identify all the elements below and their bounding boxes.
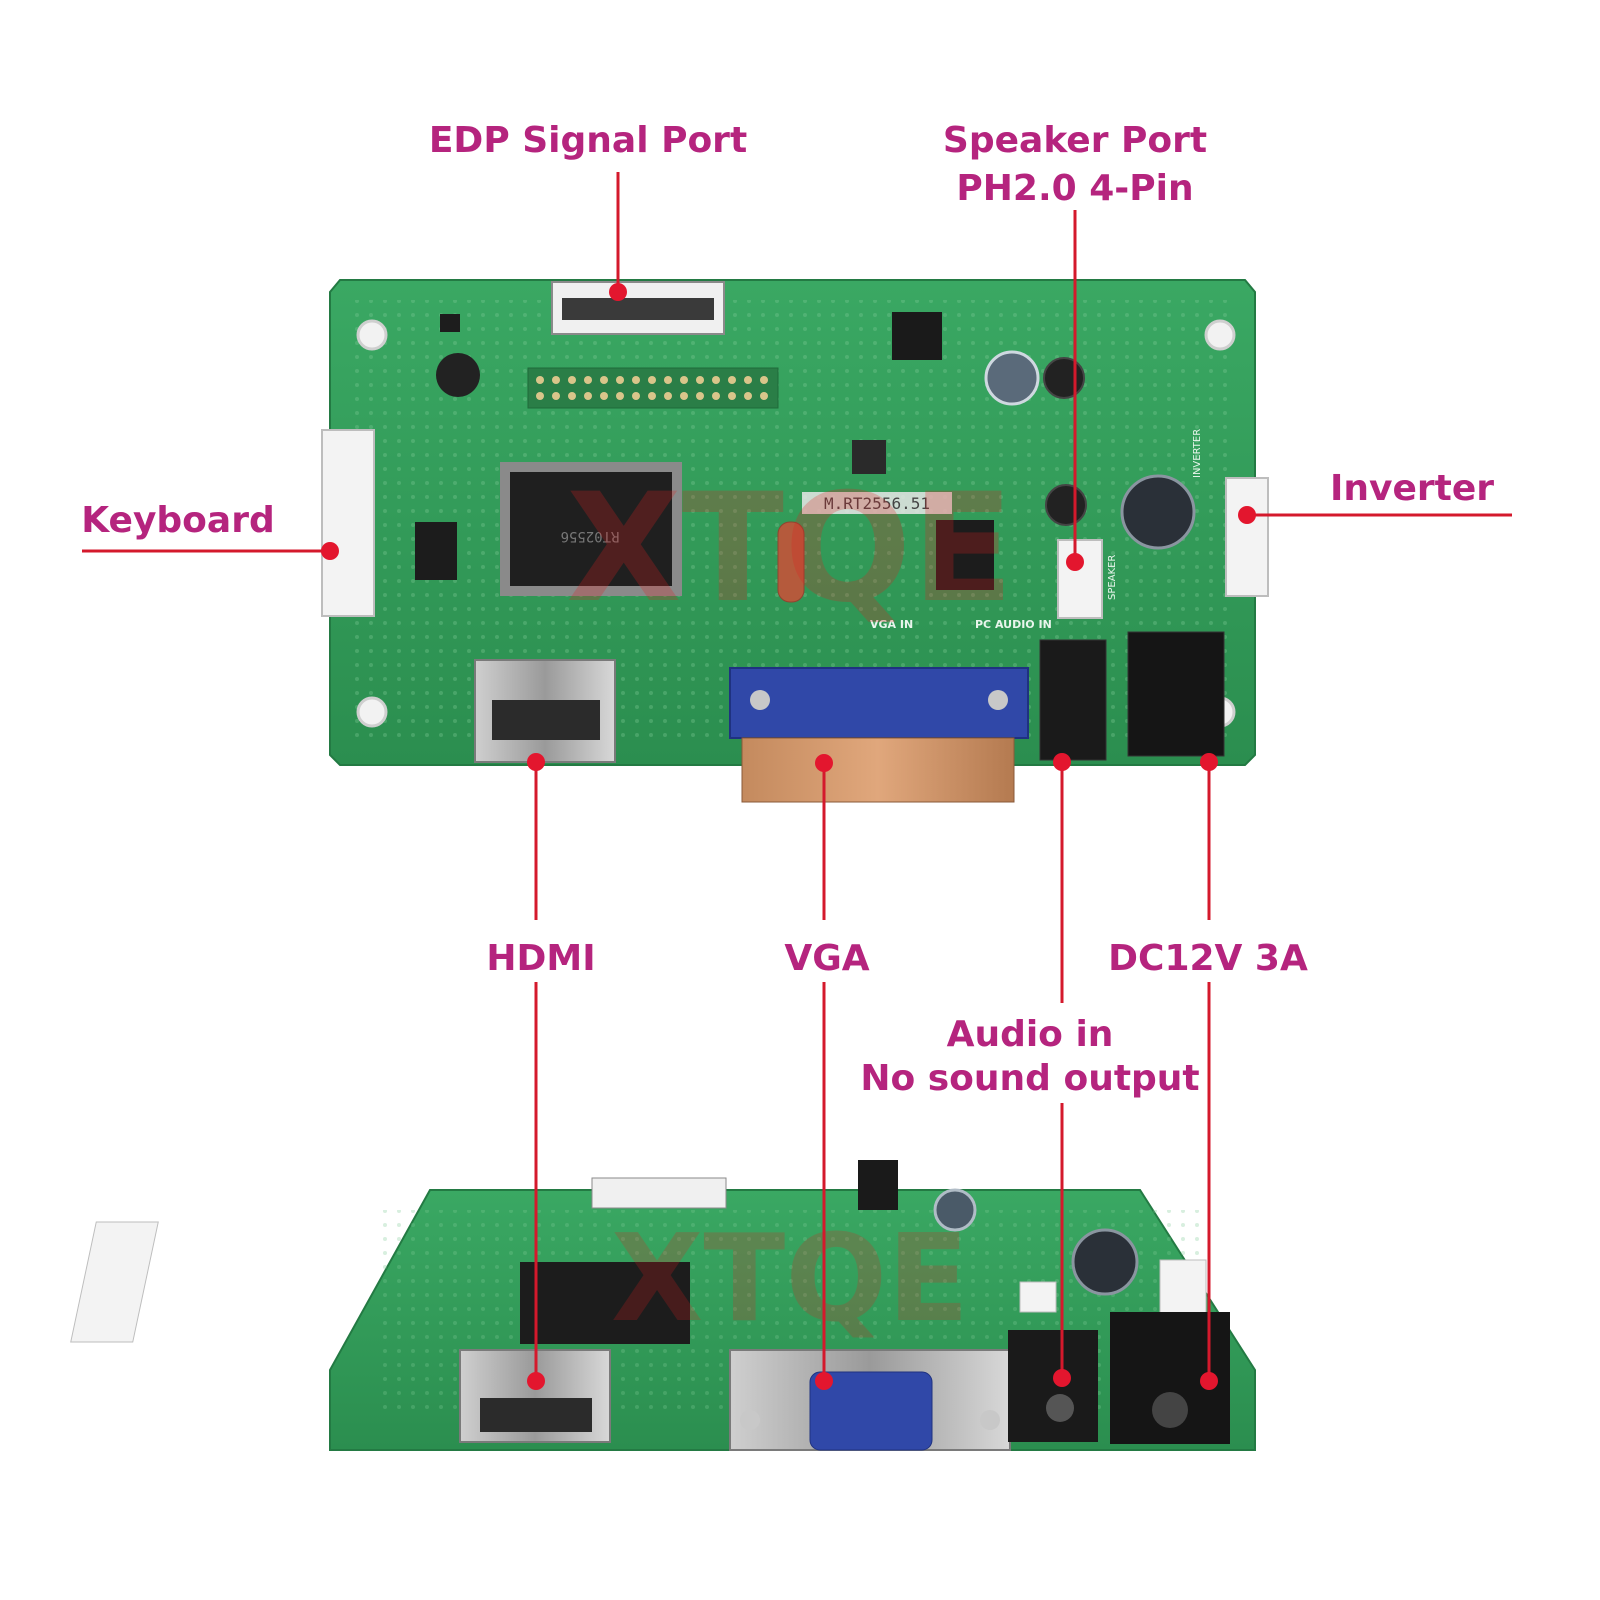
jumper (892, 312, 942, 360)
vga-dot-bottom (815, 1372, 833, 1390)
bottom-capacitor (933, 1188, 977, 1232)
crystal (777, 521, 805, 603)
bottom-keyboard-connector (70, 1221, 159, 1343)
vga-dot-top (815, 754, 833, 772)
dc-power-label: DC12V 3A (1108, 938, 1308, 979)
inverter-connector (1225, 477, 1269, 597)
keyboard-connector (321, 429, 375, 617)
bottom-speaker-connector (1019, 1281, 1057, 1313)
bottom-capacitor-large (1071, 1228, 1139, 1296)
bottom-watermark: XTQE (611, 1210, 969, 1349)
bottom-vga-connector (729, 1349, 1011, 1451)
edp-dot (609, 283, 627, 301)
inductor (436, 353, 480, 397)
bottom-jumper (858, 1160, 898, 1210)
mounting-hole (356, 696, 388, 728)
leader-lines (82, 172, 1512, 1390)
bottom-board: XTQE (70, 1160, 1256, 1451)
vga-connector (729, 667, 1029, 803)
vga-label: VGA (784, 938, 869, 979)
silk-speaker: SPEAKER (1107, 555, 1118, 600)
bottom-main-chip (520, 1262, 690, 1344)
watermark: XTQE (566, 462, 1014, 636)
capacitor (1045, 484, 1087, 526)
bottom-edp-connector (591, 1177, 727, 1209)
hdmi-connector (474, 659, 616, 763)
dc-dot-bottom (1200, 1372, 1218, 1390)
bottom-dc-jack-hole (1152, 1392, 1188, 1428)
speaker-port-label: Speaker Port (943, 120, 1207, 161)
silk-vga-in: VGA IN (870, 618, 913, 631)
edp-signal-port-label: EDP Signal Port (429, 120, 747, 161)
keyboard-dot (321, 542, 339, 560)
speaker-port-spec-label: PH2.0 4-Pin (956, 168, 1193, 209)
small-ic (415, 522, 457, 580)
capacitor (1043, 357, 1085, 399)
edp-connector-slot (562, 298, 714, 320)
hdmi-dot-top (527, 753, 545, 771)
speaker-dot (1066, 553, 1084, 571)
callout-labels: EDP Signal Port Speaker Port PH2.0 4-Pin… (81, 120, 1494, 1099)
mounting-hole (356, 319, 388, 351)
chip-marking: RT02556 (560, 528, 619, 544)
no-sound-output-label: No sound output (860, 1058, 1199, 1099)
audio-dot-bottom (1053, 1369, 1071, 1387)
inverter-dot (1238, 506, 1256, 524)
audio-dot-top (1053, 753, 1071, 771)
inverter-label: Inverter (1330, 468, 1494, 509)
main-chip: RT02556 (500, 462, 682, 596)
dc-jack (1127, 631, 1225, 757)
regulator-ic (852, 440, 886, 474)
model-silkscreen: M.RT2556.51 (824, 494, 930, 513)
capacitor (984, 350, 1040, 406)
pin-header (527, 367, 779, 409)
pin-header-pads (536, 376, 768, 400)
hdmi-label: HDMI (486, 938, 595, 979)
audio-jack (1039, 639, 1107, 761)
silk-pc-audio-in: PC AUDIO IN (975, 618, 1052, 631)
transistor (440, 314, 460, 332)
model-silkscreen-box (802, 492, 952, 514)
mounting-hole (1204, 319, 1236, 351)
dc-dot-top (1200, 753, 1218, 771)
amp-ic (936, 520, 994, 590)
speaker-connector (1057, 539, 1103, 619)
capacitor-large (1120, 474, 1196, 550)
silk-inverter: INVERTER (1192, 429, 1203, 478)
audio-in-label: Audio in (947, 1014, 1114, 1055)
keyboard-label: Keyboard (81, 500, 274, 541)
hdmi-dot-bottom (527, 1372, 545, 1390)
bottom-audio-jack-hole (1046, 1394, 1074, 1422)
bottom-audio-jack (1008, 1330, 1098, 1442)
top-board: RT02556 M.RT2556.51 VGA IN PC AUDIO IN (321, 279, 1269, 803)
